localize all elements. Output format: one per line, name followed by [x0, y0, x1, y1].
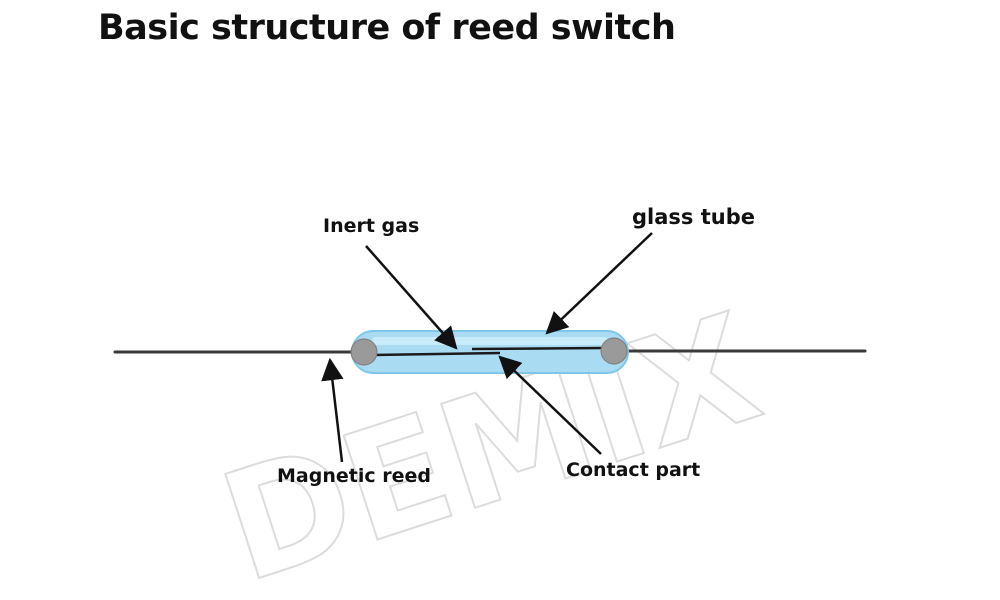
reed-right-internal — [471, 346, 606, 351]
label-magnetic-reed: Magnetic reed — [277, 465, 431, 487]
arrow-magnetic-reed — [321, 357, 344, 463]
seal-right — [600, 337, 628, 365]
watermark-text: DEMIX — [203, 282, 778, 600]
label-glass-tube: glass tube — [632, 205, 755, 229]
seal-left — [350, 338, 378, 366]
label-contact-part: Contact part — [566, 459, 700, 481]
diagram-title: Basic structure of reed switch — [98, 8, 676, 48]
arrow-glass-tube — [545, 232, 653, 335]
label-inert-gas: Inert gas — [323, 215, 419, 237]
arrow-inert-gas — [365, 245, 458, 350]
arrow-contact-part — [498, 355, 602, 455]
glass-tube-highlight — [372, 337, 608, 345]
reed-left-internal — [369, 351, 501, 357]
